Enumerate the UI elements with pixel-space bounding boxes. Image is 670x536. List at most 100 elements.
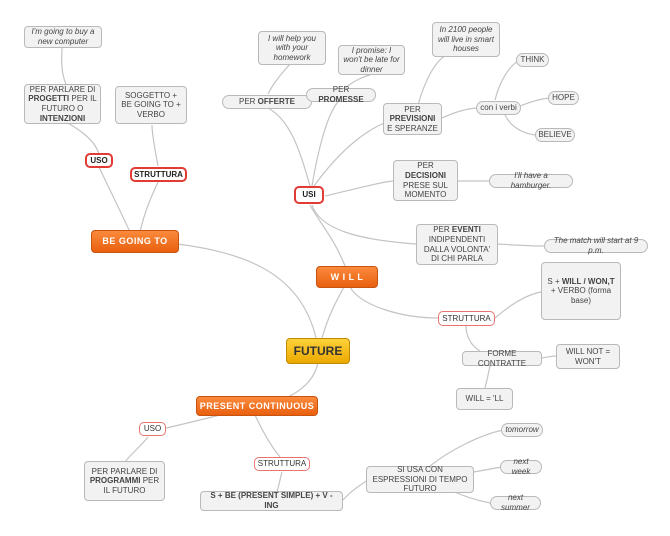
link-bgt-struttura bbox=[139, 181, 159, 233]
per-previsioni-text2: PREVISIONI bbox=[389, 114, 436, 124]
link-previsioni-example bbox=[417, 55, 446, 106]
link-pcuso-desc bbox=[124, 436, 149, 463]
bgt-uso-desc-bold2: INTENZIONI bbox=[39, 113, 86, 123]
link-desc-example bbox=[61, 47, 67, 85]
link-will-struttura bbox=[349, 286, 439, 319]
bgt-struttura-desc-text: SOGGETTO + BE GOING TO + VERBO bbox=[121, 90, 181, 119]
link-esp-nextweek bbox=[473, 466, 503, 473]
branch-present-continuous-label: PRESENT CONTINUOUS bbox=[199, 400, 315, 411]
will-not-text: WILL NOT = WON'T bbox=[565, 346, 611, 366]
verb-believe[interactable]: BELIEVE bbox=[535, 128, 575, 142]
promesse-example[interactable]: I promise: I won't be late for dinner bbox=[338, 45, 405, 75]
link-forme-willnot bbox=[541, 355, 557, 359]
eventi-example-text: The match will start at 9 p.m. bbox=[553, 236, 639, 255]
will-struttura-text: STRUTTURA bbox=[442, 313, 491, 323]
per-previsioni-node[interactable]: PER PREVISIONI E SPERANZE bbox=[383, 103, 442, 135]
per-eventi-text2: EVENTI bbox=[451, 225, 481, 235]
per-previsioni-text3: E SPERANZE bbox=[387, 123, 438, 133]
per-eventi-text3: INDIPENDENTI DALLA VOLONTA' DI CHI PARLA bbox=[423, 234, 491, 264]
pc-uso-desc-bold: PROGRAMMI bbox=[89, 476, 141, 486]
bgt-uso-description[interactable]: PER PARLARE DI PROGETTI PER IL FUTURO O … bbox=[24, 84, 101, 124]
pc-struttura-label[interactable]: STRUTTURA bbox=[254, 457, 310, 471]
per-decisioni-text1: PER bbox=[417, 161, 434, 171]
per-promesse-label: PER PROMESSE bbox=[310, 85, 372, 104]
link-converbi-hope bbox=[519, 97, 550, 107]
verb-think[interactable]: THINK bbox=[516, 53, 549, 67]
per-eventi-node[interactable]: PER EVENTI INDIPENDENTI DALLA VOLONTA' D… bbox=[416, 224, 498, 265]
branch-be-going-to-label: BE GOING TO bbox=[102, 236, 168, 247]
con-i-verbi-node[interactable]: con i verbi bbox=[476, 101, 521, 115]
will-not-node[interactable]: WILL NOT = WON'T bbox=[556, 344, 620, 369]
verb-think-text: THINK bbox=[520, 55, 545, 65]
per-promesse-node[interactable]: PER PROMESSE bbox=[306, 85, 376, 104]
link-pc-uso bbox=[165, 414, 221, 429]
will-ll-text: WILL = 'LL bbox=[465, 394, 504, 404]
will-usi-text: USI bbox=[302, 190, 316, 200]
link-future-will bbox=[321, 284, 346, 339]
link-previsioni-converbi bbox=[441, 107, 477, 119]
link-struttura-desc bbox=[151, 124, 159, 167]
pc-tomorrow-text: tomorrow bbox=[505, 425, 539, 435]
will-ll-node[interactable]: WILL = 'LL bbox=[456, 388, 513, 410]
link-struttura-desc-will bbox=[494, 291, 542, 319]
central-topic-future[interactable]: FUTURE bbox=[286, 338, 350, 364]
branch-be-going-to[interactable]: BE GOING TO bbox=[91, 230, 179, 253]
per-decisioni-node[interactable]: PER DECISIONI PRESE SUL MOMENTO bbox=[393, 160, 458, 201]
previsioni-example[interactable]: In 2100 people will live in smart houses bbox=[432, 22, 500, 57]
decisioni-example-text: I'll have a hamburger. bbox=[510, 171, 552, 190]
will-struttura-desc2: WILL / WON,T bbox=[561, 276, 615, 286]
will-struttura-desc: S + WILL / WON,T + VERBO (forma base) bbox=[545, 277, 617, 306]
pc-uso-desc-line2: PROGRAMMI PER IL FUTURO bbox=[88, 476, 161, 495]
per-promesse-text2: PROMESSE bbox=[318, 95, 364, 104]
pc-uso-label[interactable]: USO bbox=[139, 422, 166, 436]
per-decisioni-text3: PRESE SUL MOMENTO bbox=[403, 180, 448, 200]
pc-espressioni-node[interactable]: SI USA CON ESPRESSIONI DI TEMPO FUTURO bbox=[366, 465, 474, 493]
pc-uso-desc-line1: PER PARLARE DI bbox=[91, 466, 158, 476]
verb-hope[interactable]: HOPE bbox=[548, 91, 579, 105]
bgt-uso-text: USO bbox=[90, 155, 108, 165]
branch-will-label: W I L L bbox=[330, 271, 364, 282]
pc-next-summer[interactable]: next summer bbox=[490, 493, 541, 512]
offerte-example-text: I will help you with your homework bbox=[267, 33, 317, 62]
link-usi-eventi bbox=[311, 204, 417, 245]
decisioni-example[interactable]: I'll have a hamburger. bbox=[489, 171, 573, 190]
per-promesse-text1: PER bbox=[332, 85, 350, 95]
verb-believe-text: BELIEVE bbox=[538, 130, 572, 140]
will-struttura-description[interactable]: S + WILL / WON,T + VERBO (forma base) bbox=[541, 262, 621, 320]
offerte-example[interactable]: I will help you with your homework bbox=[258, 31, 326, 65]
bgt-struttura-description[interactable]: SOGGETTO + BE GOING TO + VERBO bbox=[115, 86, 187, 124]
link-desc-espressioni bbox=[342, 479, 369, 501]
per-eventi-text1: PER bbox=[433, 225, 450, 235]
central-topic-label: FUTURE bbox=[293, 343, 343, 358]
per-offerte-text2: OFFERTE bbox=[257, 97, 296, 107]
bgt-uso-desc-line1: PER PARLARE DI bbox=[29, 84, 96, 94]
pc-tomorrow[interactable]: tomorrow bbox=[501, 423, 543, 437]
con-i-verbi-text: con i verbi bbox=[480, 103, 517, 113]
forme-contratte-node[interactable]: FORME CONTRATTE bbox=[462, 349, 542, 368]
bgt-example[interactable]: I'm going to buy a new computer bbox=[24, 26, 102, 48]
pc-next-week[interactable]: next week bbox=[500, 457, 542, 476]
link-will-usi bbox=[309, 204, 346, 267]
will-usi-label[interactable]: USI bbox=[294, 186, 324, 204]
pc-struttura-desc-text: S + BE (PRESENT SIMPLE) + V -ING bbox=[210, 491, 333, 510]
branch-will[interactable]: W I L L bbox=[316, 266, 378, 288]
pc-uso-description[interactable]: PER PARLARE DI PROGRAMMI PER IL FUTURO bbox=[84, 461, 165, 501]
eventi-example[interactable]: The match will start at 9 p.m. bbox=[544, 236, 648, 255]
bgt-struttura-label[interactable]: STRUTTURA bbox=[130, 167, 187, 182]
link-converbi-think bbox=[494, 59, 521, 101]
link-usi-decisioni bbox=[324, 180, 394, 197]
bgt-struttura-text: STRUTTURA bbox=[134, 169, 183, 179]
bgt-uso-label[interactable]: USO bbox=[85, 153, 113, 168]
pc-struttura-text: STRUTTURA bbox=[257, 459, 307, 469]
link-usi-offerte bbox=[267, 107, 311, 187]
pc-next-week-text: next week bbox=[511, 457, 531, 476]
branch-present-continuous[interactable]: PRESENT CONTINUOUS bbox=[196, 396, 318, 416]
pc-struttura-description[interactable]: S + BE (PRESENT SIMPLE) + V -ING bbox=[200, 491, 343, 511]
pc-next-summer-text: next summer bbox=[501, 493, 530, 512]
link-eventi-example bbox=[497, 243, 545, 247]
per-offerte-node[interactable]: PER OFFERTE bbox=[222, 95, 312, 109]
bgt-uso-desc-line2: PROGETTI PER IL FUTURO O bbox=[28, 94, 97, 113]
per-offerte-text1: PER bbox=[238, 97, 256, 107]
will-struttura-label[interactable]: STRUTTURA bbox=[438, 311, 495, 326]
